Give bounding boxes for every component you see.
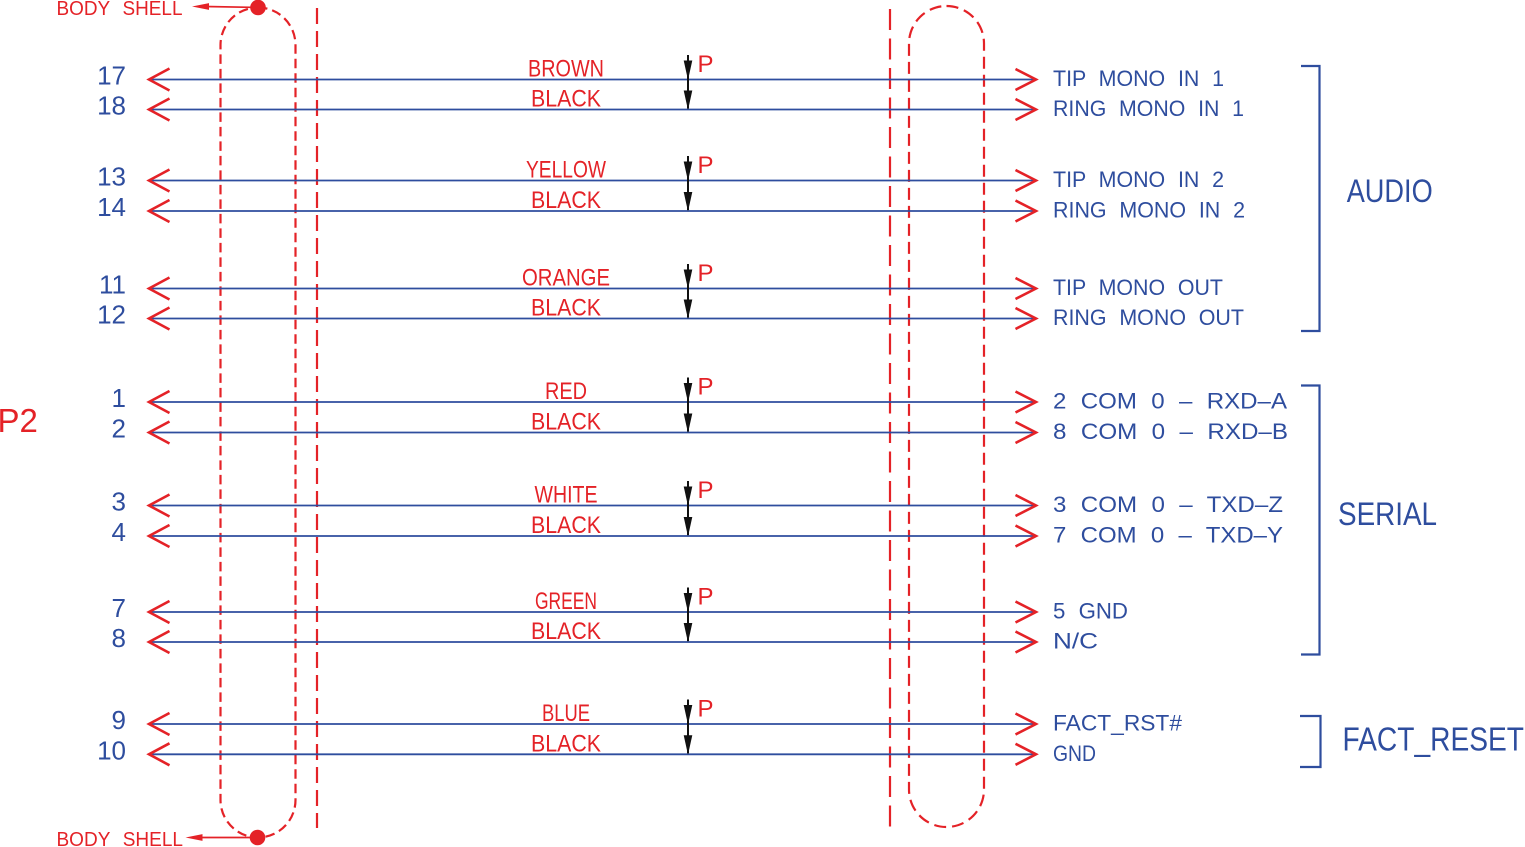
svg-text:TIP MONO IN 1: TIP MONO IN 1 bbox=[1053, 66, 1224, 91]
svg-text:17: 17 bbox=[97, 61, 126, 91]
svg-text:2: 2 bbox=[112, 414, 126, 444]
svg-text:FACT_RST#: FACT_RST# bbox=[1053, 711, 1183, 736]
svg-text:BLACK: BLACK bbox=[531, 730, 601, 757]
svg-text:P: P bbox=[698, 374, 714, 401]
svg-text:GND: GND bbox=[1053, 741, 1096, 766]
svg-text:9: 9 bbox=[112, 705, 126, 735]
svg-text:BLACK: BLACK bbox=[531, 618, 601, 645]
svg-text:P: P bbox=[698, 584, 714, 611]
svg-text:5 GND: 5 GND bbox=[1053, 599, 1128, 624]
svg-text:4: 4 bbox=[112, 517, 126, 547]
svg-text:8 COM 0 – RXD–B: 8 COM 0 – RXD–B bbox=[1053, 419, 1288, 444]
svg-text:BODY SHELL: BODY SHELL bbox=[57, 828, 184, 847]
svg-text:TIP MONO IN 2: TIP MONO IN 2 bbox=[1053, 167, 1224, 192]
svg-text:BODY SHELL: BODY SHELL bbox=[57, 0, 183, 20]
svg-text:RED: RED bbox=[545, 378, 587, 405]
svg-text:FACT_RESET: FACT_RESET bbox=[1343, 721, 1525, 758]
svg-text:7: 7 bbox=[112, 593, 126, 623]
svg-text:GREEN: GREEN bbox=[535, 588, 597, 615]
svg-text:10: 10 bbox=[97, 735, 126, 765]
svg-text:11: 11 bbox=[99, 270, 126, 300]
svg-text:BLACK: BLACK bbox=[531, 512, 601, 539]
svg-text:SERIAL: SERIAL bbox=[1338, 496, 1437, 532]
svg-text:P: P bbox=[698, 152, 714, 179]
svg-text:13: 13 bbox=[97, 162, 126, 192]
svg-text:BLACK: BLACK bbox=[531, 409, 601, 436]
svg-text:N/C: N/C bbox=[1053, 629, 1098, 654]
svg-text:ORANGE: ORANGE bbox=[522, 265, 610, 292]
svg-text:YELLOW: YELLOW bbox=[526, 157, 606, 184]
svg-text:P: P bbox=[698, 696, 714, 723]
svg-text:BROWN: BROWN bbox=[528, 56, 604, 83]
svg-text:8: 8 bbox=[112, 623, 126, 653]
svg-text:RING MONO OUT: RING MONO OUT bbox=[1053, 305, 1244, 330]
svg-text:18: 18 bbox=[97, 91, 126, 121]
svg-text:P: P bbox=[698, 51, 714, 78]
svg-text:BLUE: BLUE bbox=[542, 700, 590, 727]
svg-text:P: P bbox=[698, 260, 714, 287]
svg-text:14: 14 bbox=[97, 192, 126, 222]
svg-text:BLACK: BLACK bbox=[531, 86, 601, 113]
svg-text:2 COM 0 – RXD–A: 2 COM 0 – RXD–A bbox=[1053, 389, 1287, 414]
svg-text:12: 12 bbox=[97, 300, 126, 330]
svg-text:RING MONO IN 1: RING MONO IN 1 bbox=[1053, 96, 1244, 121]
svg-text:P: P bbox=[698, 477, 714, 504]
svg-text:WHITE: WHITE bbox=[535, 482, 598, 509]
svg-text:3: 3 bbox=[112, 487, 126, 517]
svg-text:3 COM 0 – TXD–Z: 3 COM 0 – TXD–Z bbox=[1053, 492, 1283, 517]
svg-text:1: 1 bbox=[112, 383, 126, 413]
svg-text:7 COM 0 – TXD–Y: 7 COM 0 – TXD–Y bbox=[1053, 523, 1283, 548]
svg-text:TIP MONO OUT: TIP MONO OUT bbox=[1053, 275, 1223, 300]
svg-text:BLACK: BLACK bbox=[531, 187, 601, 214]
svg-text:BLACK: BLACK bbox=[531, 295, 601, 322]
svg-text:RING MONO IN 2: RING MONO IN 2 bbox=[1053, 198, 1245, 223]
svg-text:P2: P2 bbox=[0, 402, 38, 439]
svg-text:AUDIO: AUDIO bbox=[1347, 173, 1433, 209]
